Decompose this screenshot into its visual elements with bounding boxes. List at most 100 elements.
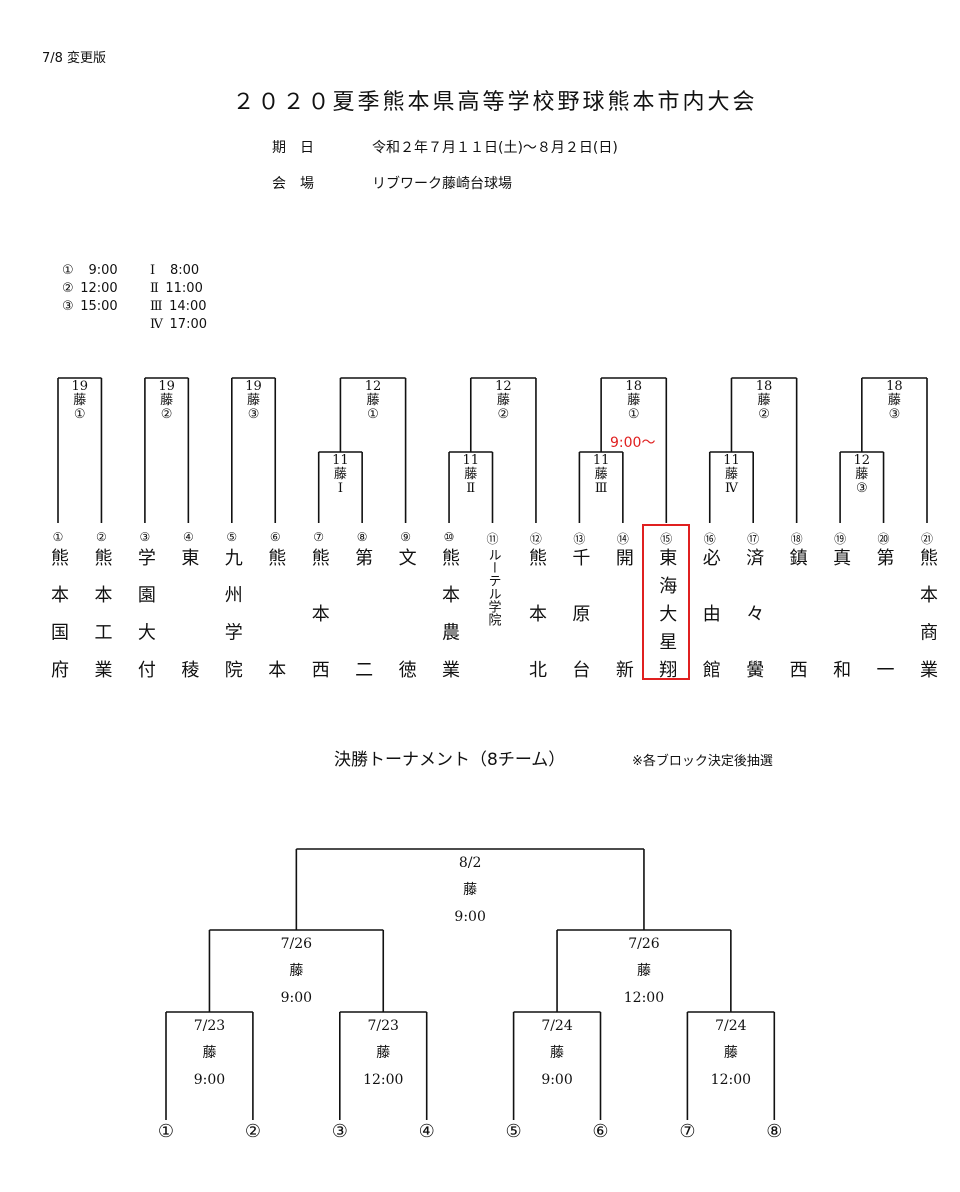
- championship-venue: 藤: [463, 882, 478, 898]
- match-day: 11: [462, 453, 480, 468]
- match-day: 19: [158, 379, 175, 394]
- semifinal-time: 12:00: [623, 990, 665, 1006]
- round1-date: 7/23: [367, 1018, 399, 1034]
- team-name: 第一: [873, 548, 895, 678]
- legend-mark: ②: [62, 281, 74, 296]
- match-slot: ②: [758, 407, 770, 422]
- legend-mark: Ⅲ: [150, 299, 163, 314]
- round1-date: 7/23: [193, 1018, 226, 1034]
- seed-number: ⑥: [592, 1121, 609, 1142]
- date-label: 期 日: [272, 140, 314, 156]
- team-name: 文徳: [395, 548, 417, 678]
- final-tournament-note: ※各ブロック決定後抽選: [632, 754, 773, 769]
- match-slot: Ⅰ: [337, 481, 343, 496]
- match-day: 11: [723, 453, 740, 468]
- match-slot: ①: [627, 407, 640, 422]
- team-name: 熊本北: [525, 548, 547, 678]
- team-name: 鎮西: [786, 548, 808, 678]
- match-venue: 藤: [757, 393, 771, 408]
- team-name: 東海大星翔: [642, 524, 691, 680]
- legend-time: 17:00: [169, 317, 207, 332]
- seed-number: ④: [418, 1121, 435, 1142]
- match-day: 18: [886, 379, 903, 394]
- semifinal-date: 7/26: [628, 936, 660, 952]
- seed-number: ⑦: [679, 1121, 696, 1142]
- semifinal-venue: 藤: [289, 963, 304, 979]
- legend-time: 11:00: [165, 281, 203, 296]
- match-venue: 藤: [160, 393, 174, 408]
- match-venue: 藤: [855, 467, 869, 482]
- match-venue: 藤: [496, 393, 510, 408]
- team-number: ⑫: [529, 532, 542, 546]
- team-number: ⑨: [400, 530, 411, 544]
- team-name: 熊本商業: [917, 548, 938, 678]
- venue-value: リブワーク藤崎台球場: [372, 176, 512, 192]
- team-number: ⑪: [486, 532, 499, 546]
- match-venue: 藤: [724, 467, 738, 482]
- legend-mark: ③: [62, 299, 74, 314]
- match-slot: ③: [888, 407, 901, 422]
- team-name: 九州学院: [221, 548, 243, 678]
- team-name: 熊本: [265, 548, 287, 678]
- team-number: ⑮: [660, 532, 673, 546]
- team-name: 済々黌: [743, 548, 765, 678]
- round1-venue: 藤: [550, 1045, 565, 1061]
- team-number: ⑦: [313, 530, 325, 544]
- semifinal-time: 9:00: [280, 990, 313, 1006]
- team-number: ④: [182, 530, 194, 544]
- round1-venue: 藤: [202, 1045, 217, 1061]
- team-number: ⑲: [834, 532, 847, 546]
- match-slot: Ⅳ: [724, 481, 738, 496]
- team-name: 東稜: [178, 548, 200, 678]
- seed-number: ③: [331, 1121, 348, 1142]
- match-slot: ①: [73, 407, 86, 422]
- round1-time: 12:00: [710, 1072, 752, 1088]
- team-name: 学園大付: [134, 548, 156, 678]
- round1-time: 12:00: [363, 1072, 404, 1088]
- match-slot: ②: [160, 407, 173, 422]
- team-name: ルーテル学院: [485, 548, 501, 626]
- round1-date: 7/24: [541, 1018, 573, 1034]
- match-day: 19: [245, 379, 262, 394]
- match-day: 11: [332, 453, 349, 468]
- match-slot: ③: [855, 481, 868, 496]
- match-day: 19: [71, 379, 88, 394]
- legend-time: 8:00: [169, 263, 200, 278]
- team-number: ⑬: [573, 532, 586, 546]
- match-slot: ①: [367, 407, 379, 422]
- team-name: 熊本西: [308, 548, 330, 678]
- legend-mark: Ⅱ: [150, 281, 159, 296]
- match-slot: ③: [247, 407, 260, 422]
- match-venue: 藤: [247, 393, 261, 408]
- round1-time: 9:00: [193, 1072, 226, 1088]
- match-venue: 藤: [333, 467, 347, 482]
- legend-time: 12:00: [80, 281, 118, 296]
- match-day: 11: [592, 453, 610, 468]
- legend-mark: ①: [62, 263, 74, 278]
- team-number: ⑩: [443, 530, 455, 544]
- team-number: ㉑: [920, 532, 933, 546]
- date-value: 令和２年７月１１日(土)～８月２日(日): [372, 140, 618, 156]
- round1-venue: 藤: [723, 1045, 738, 1061]
- seed-number: ②: [244, 1121, 261, 1142]
- page-title: ２０２０夏季熊本県高等学校野球熊本市内大会: [232, 90, 758, 115]
- start-time-note: 9:00～: [610, 435, 656, 451]
- match-venue: 藤: [887, 393, 901, 408]
- team-name: 開新: [612, 548, 634, 678]
- legend-time: 9:00: [88, 263, 118, 278]
